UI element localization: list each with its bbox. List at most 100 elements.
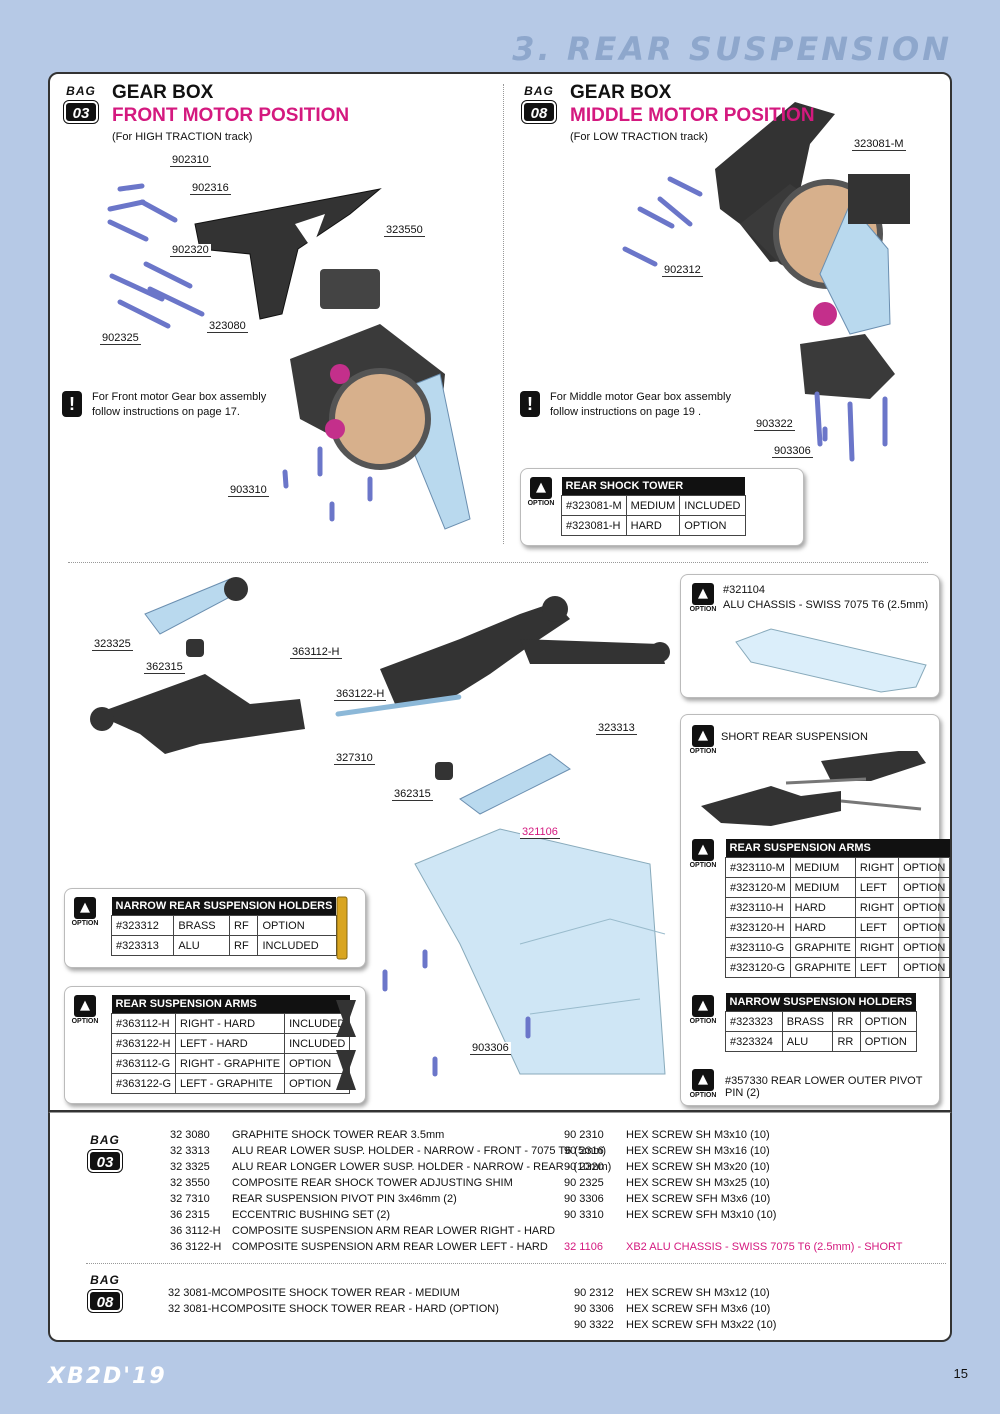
narrow-rear-holders-option-card: ▲OPTION NARROW REAR SUSPENSION HOLDERS #…	[64, 888, 366, 968]
gear-box-left-drawing	[290, 269, 471, 530]
page-number: 15	[953, 1366, 968, 1381]
horizontal-divider	[68, 562, 928, 563]
part-label: 362315	[392, 788, 433, 801]
option-badge: ▲OPTION	[527, 477, 555, 507]
thumbs-up-icon: ▲	[692, 995, 714, 1017]
suspension-arm-right-drawing	[90, 674, 305, 754]
option-badge: ▲OPTION	[689, 839, 717, 869]
part-label: 903306	[772, 445, 813, 458]
option-badge: ▲OPTION	[689, 995, 717, 1025]
bag-badge-08: BAG 08	[521, 82, 557, 124]
part-label: 323081-M	[852, 138, 906, 151]
alu-chassis-drawing	[414, 828, 666, 1075]
part-label: 902310	[170, 154, 211, 167]
track-note-left: (For HIGH TRACTION track)	[112, 131, 253, 143]
brass-holder-drawing	[336, 896, 348, 960]
part-label: 323550	[384, 224, 425, 237]
part-label: 902320	[170, 244, 211, 257]
thumbs-up-icon: ▲	[692, 725, 714, 747]
gearbox-title-right: GEAR BOX	[570, 82, 672, 103]
graphite-shock-tower-drawing	[194, 188, 382, 320]
chassis-option-text: #321104 ALU CHASSIS - SWISS 7075 T6 (2.5…	[723, 584, 929, 611]
screws-right-drawing	[622, 176, 888, 462]
part-label: 363112-H	[290, 646, 342, 659]
list-divider	[86, 1263, 946, 1264]
suspension-holder-front-drawing	[459, 753, 571, 815]
part-row: 32 3081-HCOMPOSITE SHOCK TOWER REAR - HA…	[168, 1303, 499, 1315]
option-badge: ▲OPTION	[689, 583, 717, 613]
part-label: 363122-H	[334, 688, 387, 701]
part-label: 321106	[520, 826, 560, 839]
exclamation-icon: !	[62, 391, 82, 417]
pivot-pin-drawing	[335, 694, 462, 717]
bag-badge-08: BAG 08	[87, 1271, 123, 1313]
shock-tower-medium-drawing	[715, 102, 910, 399]
part-label: 902325	[100, 332, 141, 345]
thumbs-up-icon: ▲	[692, 1069, 714, 1091]
part-label: 323313	[596, 722, 637, 735]
part-label: 327310	[334, 752, 375, 765]
thumbs-up-icon: ▲	[74, 897, 96, 919]
gearbox-subtitle-right: MIDDLE MOTOR POSITION	[570, 105, 815, 126]
option-badge: ▲OPTION	[71, 995, 99, 1025]
pivot-pin-option-text: #357330 REAR LOWER OUTER PIVOT PIN (2)	[725, 1075, 923, 1099]
thumbs-up-icon: ▲	[692, 583, 714, 605]
alu-chassis-option-card: ▲OPTION #321104 ALU CHASSIS - SWISS 7075…	[680, 574, 940, 698]
part-row: 32 3081-MCOMPOSITE SHOCK TOWER REAR - ME…	[168, 1287, 460, 1299]
bushing-drawing	[435, 762, 453, 780]
part-label: 362315	[144, 661, 185, 674]
screws-left-drawing	[107, 183, 373, 522]
arms-option-drawing	[336, 1000, 356, 1090]
bag-badge-03: BAG 03	[63, 82, 99, 124]
chassis-option-drawing	[735, 628, 927, 693]
section-title: 3. REAR SUSPENSION	[512, 30, 952, 68]
part-label: 903306	[470, 1042, 511, 1055]
exclamation-icon: !	[520, 391, 540, 417]
suspension-arm-left-drawing	[380, 596, 670, 704]
assembly-illustrations	[90, 102, 910, 1077]
note-front-motor: ! For Front motor Gear box assembly foll…	[62, 390, 266, 420]
option-badge: ▲OPTION	[689, 1069, 717, 1099]
part-label: 323080	[207, 320, 248, 333]
short-arms-drawing	[701, 751, 926, 826]
thumbs-up-icon: ▲	[74, 995, 96, 1017]
part-label: 902316	[190, 182, 231, 195]
short-rear-label: SHORT REAR SUSPENSION	[721, 731, 868, 743]
part-label: 903310	[228, 484, 269, 497]
chassis-screws-drawing	[382, 949, 531, 1077]
track-note-right: (For LOW TRACTION track)	[570, 131, 708, 143]
vertical-divider	[503, 84, 504, 544]
thumbs-up-icon: ▲	[692, 839, 714, 861]
instruction-sheet: BAG 03 GEAR BOX FRONT MOTOR POSITION (Fo…	[48, 72, 952, 1112]
note-middle-motor: ! For Middle motor Gear box assembly fol…	[520, 390, 731, 420]
part-label: 902312	[662, 264, 703, 277]
option-badge: ▲OPTION	[689, 725, 717, 755]
thumbs-up-icon: ▲	[530, 477, 552, 499]
short-rear-suspension-card: ▲OPTION SHORT REAR SUSPENSION ▲OPTION RE…	[680, 714, 950, 1106]
